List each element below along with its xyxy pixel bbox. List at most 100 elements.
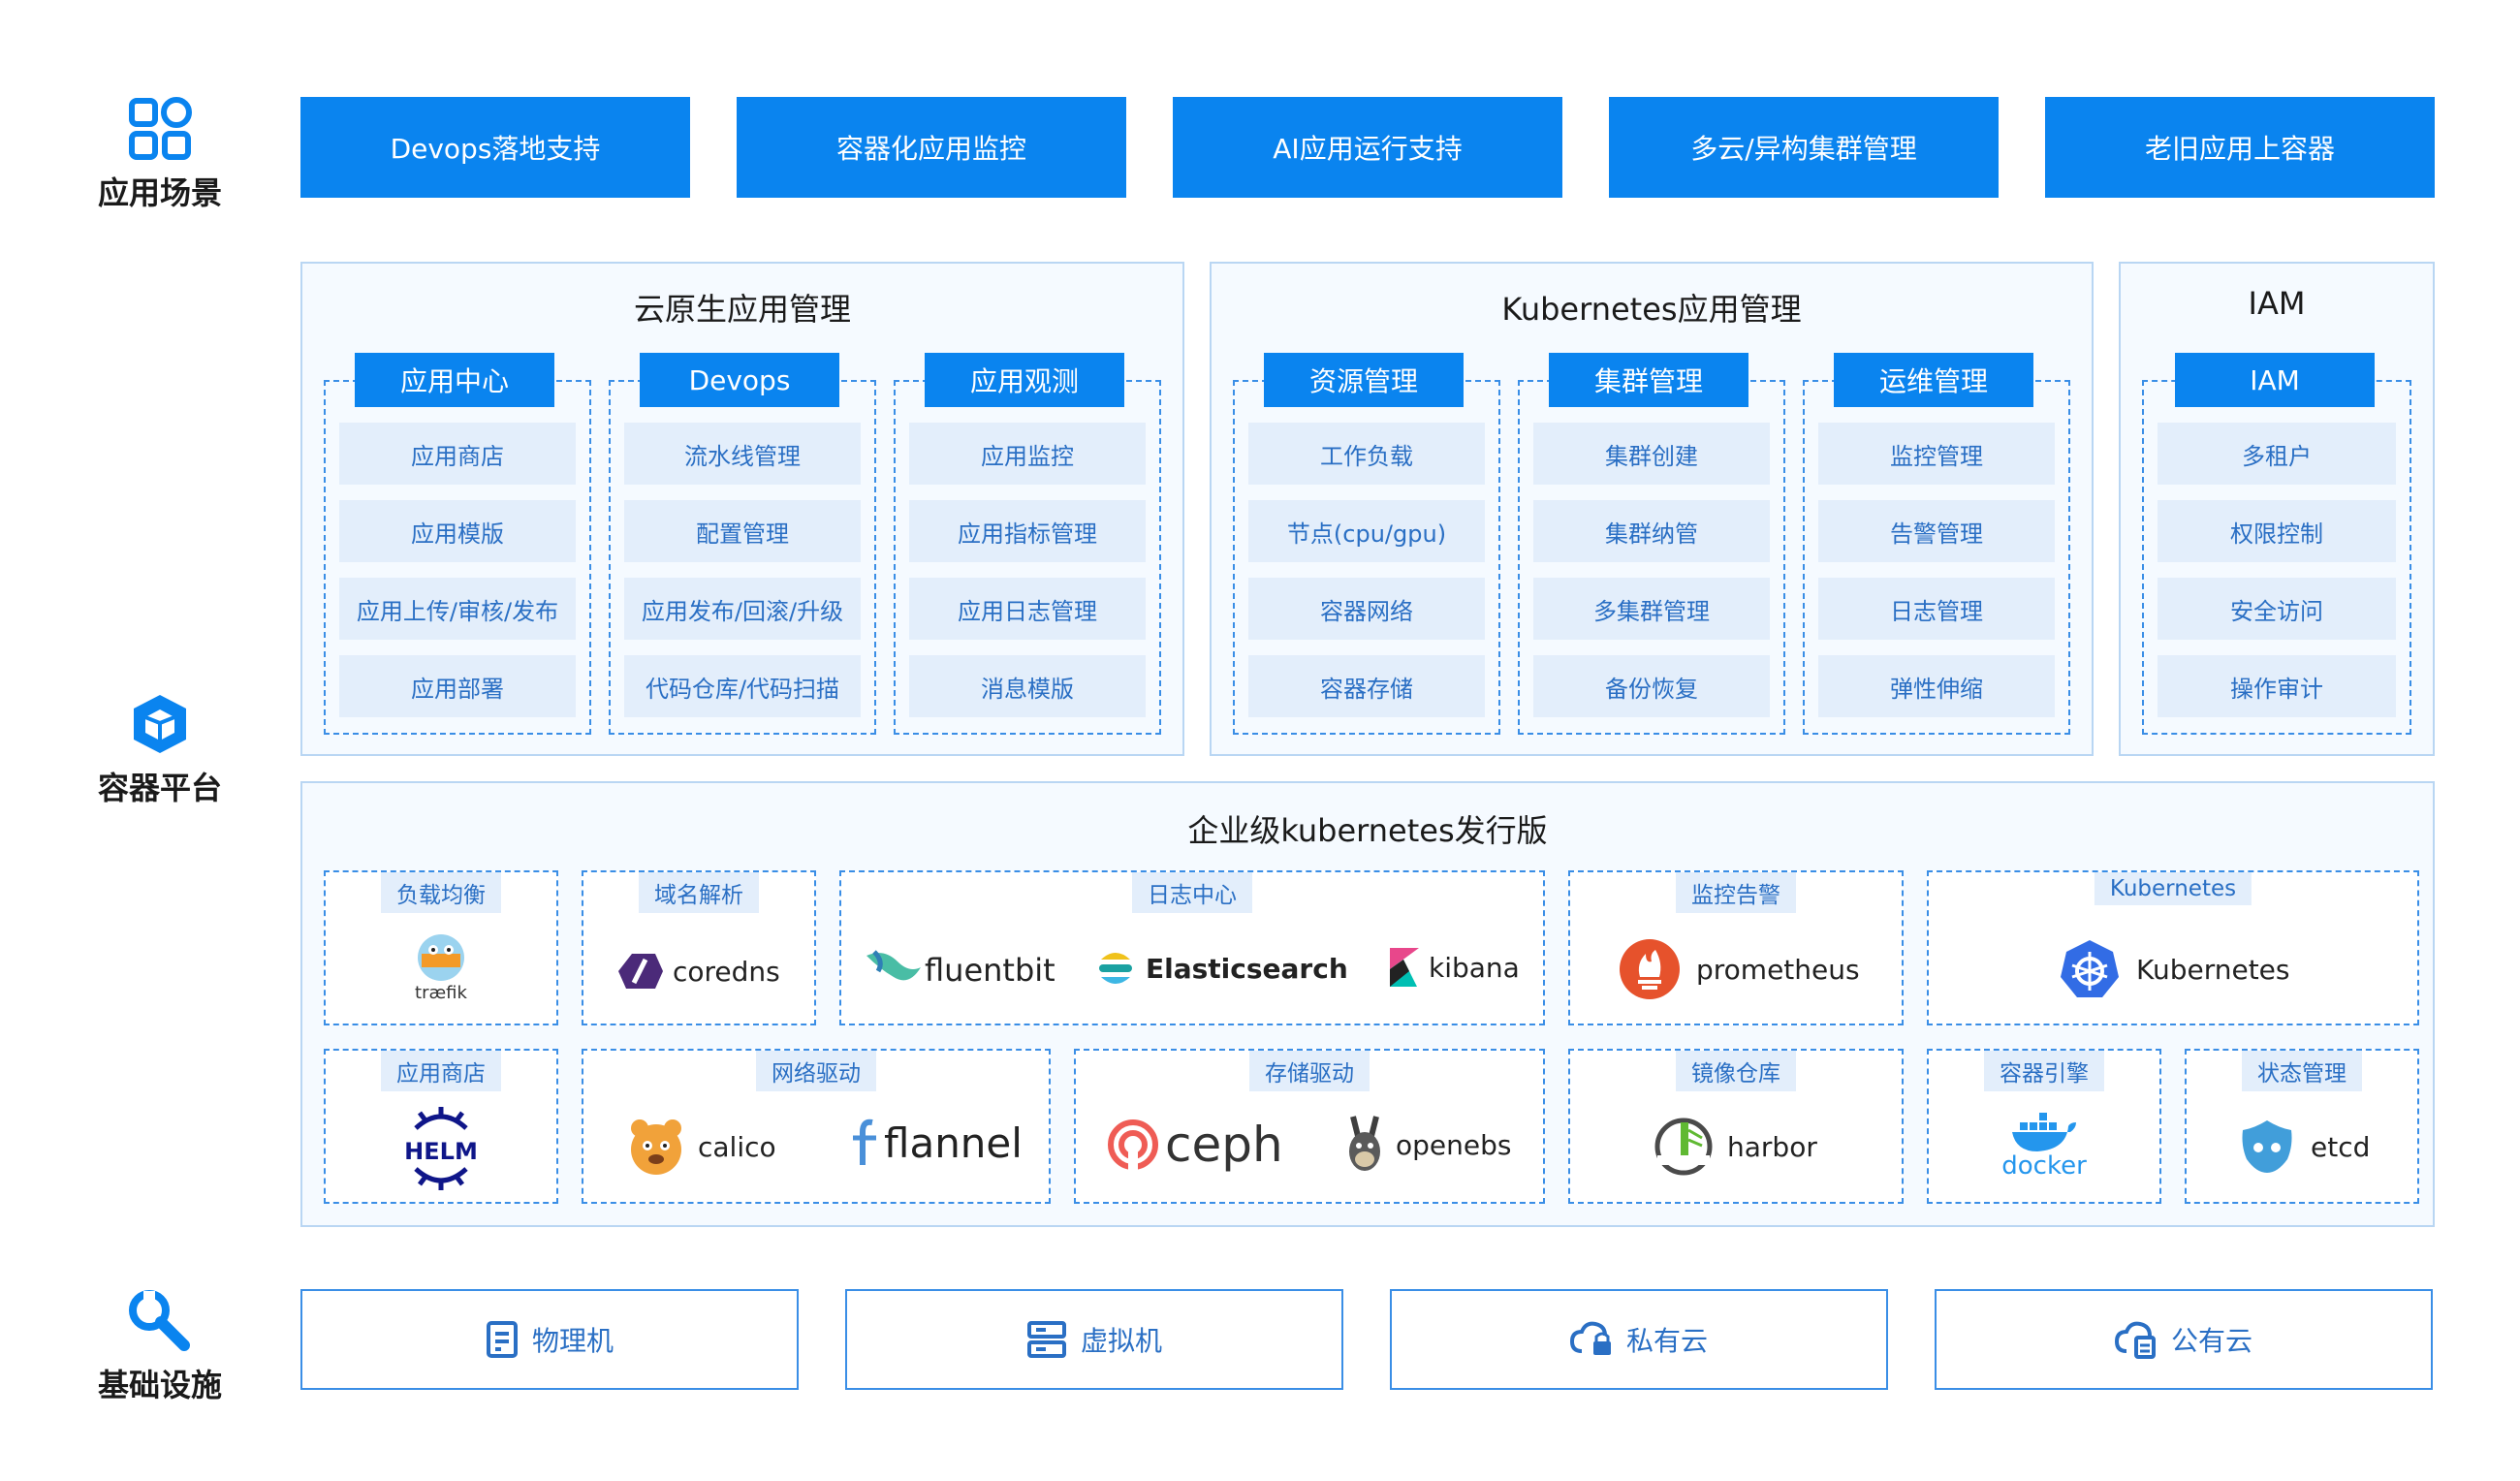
helm-logo: HELM [326, 1105, 556, 1192]
box-dns: 域名解析 coredns [582, 870, 816, 1025]
coredns-text: coredns [673, 955, 780, 988]
box-kubernetes: Kubernetes Kubernetes [1927, 870, 2419, 1025]
box-tag: Kubernetes [2094, 872, 2252, 905]
cube-icon [134, 695, 186, 753]
list-item: 日志管理 [1818, 578, 2055, 640]
fluentbit-text: fluentbit [925, 952, 1055, 989]
group-head: 应用观测 [925, 353, 1124, 407]
infra-label: 物理机 [531, 1325, 614, 1357]
panel-title: 云原生应用管理 [633, 291, 851, 328]
box-load-balance: 负载均衡 træfik [324, 870, 558, 1025]
list-item: 工作负载 [1248, 423, 1485, 485]
infra-label: 公有云 [2170, 1325, 2252, 1357]
list-item: 代码仓库/代码扫描 [624, 655, 861, 717]
list-item: 弹性伸缩 [1818, 655, 2055, 717]
kibana-icon [1390, 948, 1419, 987]
list-item: 应用监控 [909, 423, 1146, 485]
prometheus-text: prometheus [1696, 953, 1860, 986]
scenario-devops: Devops落地支持 [300, 97, 690, 198]
calico-text: calico [698, 1130, 776, 1163]
infra-vm: 虚拟机 [845, 1289, 1343, 1390]
panel-title: IAM [2248, 285, 2306, 322]
box-log-center: 日志中心 fluentbit Elasticsearch kibana [839, 870, 1545, 1025]
ceph-text: ceph [1165, 1117, 1283, 1173]
openebs-logo: openebs [1343, 1115, 1511, 1175]
side-label-infra: 基础设施 [97, 1367, 222, 1403]
kubernetes-text: Kubernetes [2136, 953, 2290, 986]
list-item: 应用部署 [339, 655, 576, 717]
elasticsearch-text: Elasticsearch [1146, 952, 1348, 985]
traefik-icon [418, 934, 464, 981]
helm-text: HELM [404, 1138, 478, 1165]
etcd-logo: etcd [2237, 1117, 2370, 1177]
box-tag: 域名解析 [639, 872, 759, 913]
box-engine: 容器引擎 docker [1927, 1049, 2161, 1204]
list-item: 权限控制 [2158, 500, 2396, 562]
scenario-legacy: 老旧应用上容器 [2045, 97, 2435, 198]
list-item: 应用商店 [339, 423, 576, 485]
box-tag: 容器引擎 [1984, 1051, 2104, 1091]
harbor-icon [1654, 1118, 1713, 1176]
list-item: 容器网络 [1248, 578, 1485, 640]
infra-side: 基础设施 [87, 1287, 233, 1405]
box-app-store: 应用商店 HELM [324, 1049, 558, 1204]
box-registry: 镜像仓库 harbor [1568, 1049, 1904, 1204]
docker-text: docker [2001, 1151, 2087, 1181]
list-item: 应用模版 [339, 500, 576, 562]
list-item: 多租户 [2158, 423, 2396, 485]
infra-private-cloud: 私有云 [1390, 1289, 1888, 1390]
list-item: 配置管理 [624, 500, 861, 562]
infra-label: 私有云 [1625, 1325, 1708, 1357]
kubernetes-icon [2061, 940, 2119, 997]
etcd-text: etcd [2311, 1130, 2371, 1163]
side-label-scenarios: 应用场景 [97, 174, 222, 211]
box-tag: 镜像仓库 [1676, 1051, 1796, 1091]
group-head: Devops [640, 353, 839, 407]
calico-logo: calico [626, 1117, 776, 1177]
openebs-text: openebs [1396, 1128, 1512, 1161]
grid-apps-icon [129, 97, 192, 160]
docker-whale-icon [2012, 1113, 2076, 1151]
server-icon [486, 1321, 518, 1358]
calico-icon [631, 1119, 681, 1175]
distro-panel: 企业级kubernetes发行版 负载均衡 træfik 域名解析 coredn… [300, 781, 2435, 1227]
group-head: IAM [2175, 353, 2375, 407]
list-item: 消息模版 [909, 655, 1146, 717]
flannel-text: flannel [884, 1119, 1023, 1167]
list-item: 应用日志管理 [909, 578, 1146, 640]
virtual-machine-icon [1026, 1321, 1066, 1358]
ceph-icon [1108, 1119, 1158, 1171]
flannel-icon [853, 1119, 876, 1165]
panel-title: Kubernetes应用管理 [1501, 291, 1802, 328]
scenario-ai: AI应用运行支持 [1173, 97, 1562, 198]
group-head: 资源管理 [1264, 353, 1464, 407]
etcd-icon [2242, 1120, 2292, 1173]
box-tag: 日志中心 [1132, 872, 1252, 913]
harbor-logo: harbor [1654, 1117, 1817, 1177]
list-item: 容器存储 [1248, 655, 1485, 717]
group-head: 集群管理 [1549, 353, 1748, 407]
box-monitoring: 监控告警 prometheus [1568, 870, 1904, 1025]
list-item: 告警管理 [1818, 500, 2055, 562]
box-tag: 监控告警 [1676, 872, 1796, 913]
fluentbit-logo: fluentbit [865, 948, 1055, 993]
scenario-monitor: 容器化应用监控 [737, 97, 1126, 198]
prometheus-icon [1620, 939, 1680, 999]
list-item: 应用指标管理 [909, 500, 1146, 562]
cloud-native-panel: 云原生应用管理 应用中心 应用商店 应用模版 应用上传/审核/发布 应用部署 D… [300, 262, 1184, 756]
infra-public-cloud: 公有云 [1935, 1289, 2433, 1390]
platform-side: 容器平台 [87, 690, 233, 808]
kubernetes-logo: Kubernetes [2059, 938, 2290, 1000]
fluentbit-icon [866, 950, 921, 981]
iam-panel: IAM IAM 多租户 权限控制 安全访问 操作审计 [2119, 262, 2435, 756]
box-tag: 存储驱动 [1249, 1051, 1370, 1091]
traefik-logo: træfik [326, 929, 556, 1003]
flannel-logo: flannel [851, 1119, 1023, 1167]
kibana-text: kibana [1429, 951, 1520, 984]
ceph-logo: ceph [1107, 1117, 1283, 1173]
box-tag: 负载均衡 [381, 872, 501, 913]
elasticsearch-logo: Elasticsearch [1095, 948, 1348, 989]
prometheus-logo: prometheus [1619, 938, 1860, 1000]
box-tag: 应用商店 [381, 1051, 501, 1091]
list-item: 集群创建 [1533, 423, 1770, 485]
